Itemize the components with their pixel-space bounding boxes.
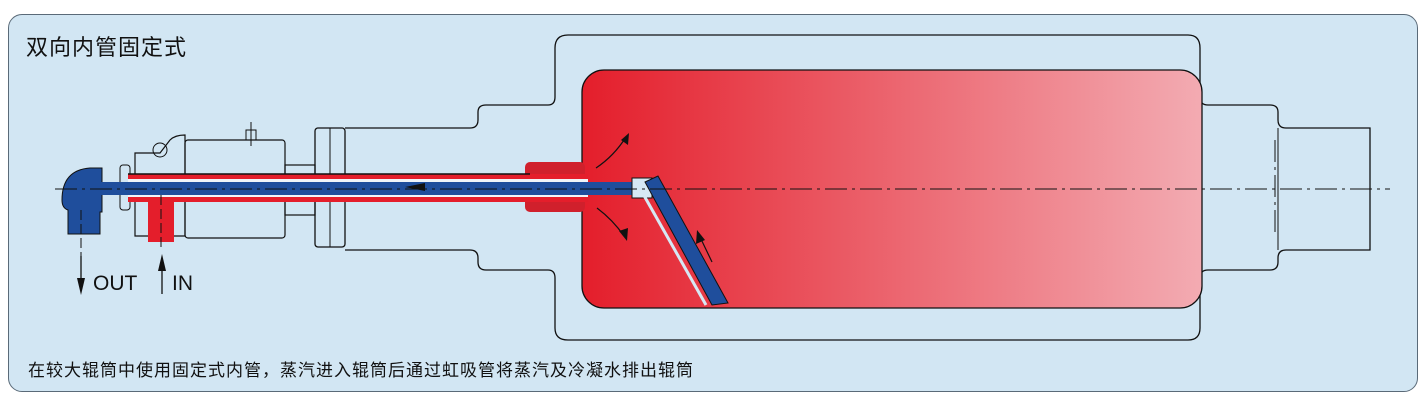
condensate-elbow [61,167,103,235]
out-arrow-icon [77,278,85,295]
steam-inlet [148,200,174,242]
out-label: OUT [93,272,138,295]
in-arrow-icon [158,254,166,271]
diagram-title: 双向内管固定式 [26,35,188,60]
diagram-caption: 在较大辊筒中使用固定式内管，蒸汽进入辊筒后通过虹吸管将蒸汽及冷凝水排出辊筒 [28,361,694,380]
flow-arrow-left [405,183,425,191]
siphon-pipe [644,175,729,306]
in-label: IN [172,272,193,295]
